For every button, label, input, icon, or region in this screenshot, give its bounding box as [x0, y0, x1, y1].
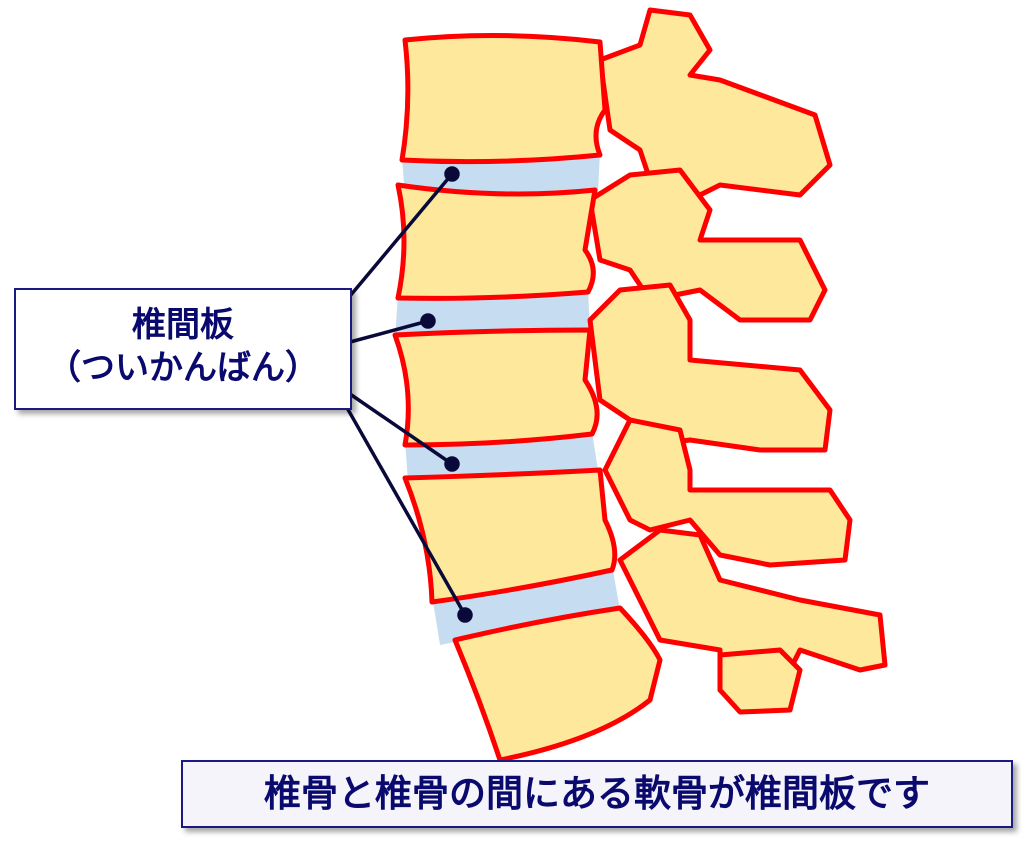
pointer-dot-3 [444, 456, 460, 472]
disc-label-title: 椎間板 [132, 305, 234, 345]
pointer-dot-2 [420, 313, 436, 329]
disc-label-box: 椎間板 （ついかんばん） [14, 288, 352, 410]
caption-box: 椎骨と椎骨の間にある軟骨が椎間板です [181, 760, 1013, 828]
vertebrae [392, 7, 888, 763]
pointer-dot-1 [444, 166, 460, 182]
vertebra-1 [399, 32, 608, 165]
pointer-dot-4 [457, 607, 473, 623]
process-4 [602, 417, 853, 568]
vertebra-2 [395, 182, 598, 301]
process-1 [597, 7, 833, 203]
sacral-fragment [717, 647, 803, 715]
leader-lines [344, 166, 473, 623]
process-2 [587, 167, 828, 323]
vertebra-5 [452, 605, 663, 763]
disc-label-reading: （ついかんばん） [47, 348, 319, 388]
vertebra-4 [402, 467, 618, 605]
disc-2 [395, 290, 590, 338]
vertebra-3 [392, 327, 600, 448]
disc-4 [432, 565, 620, 645]
